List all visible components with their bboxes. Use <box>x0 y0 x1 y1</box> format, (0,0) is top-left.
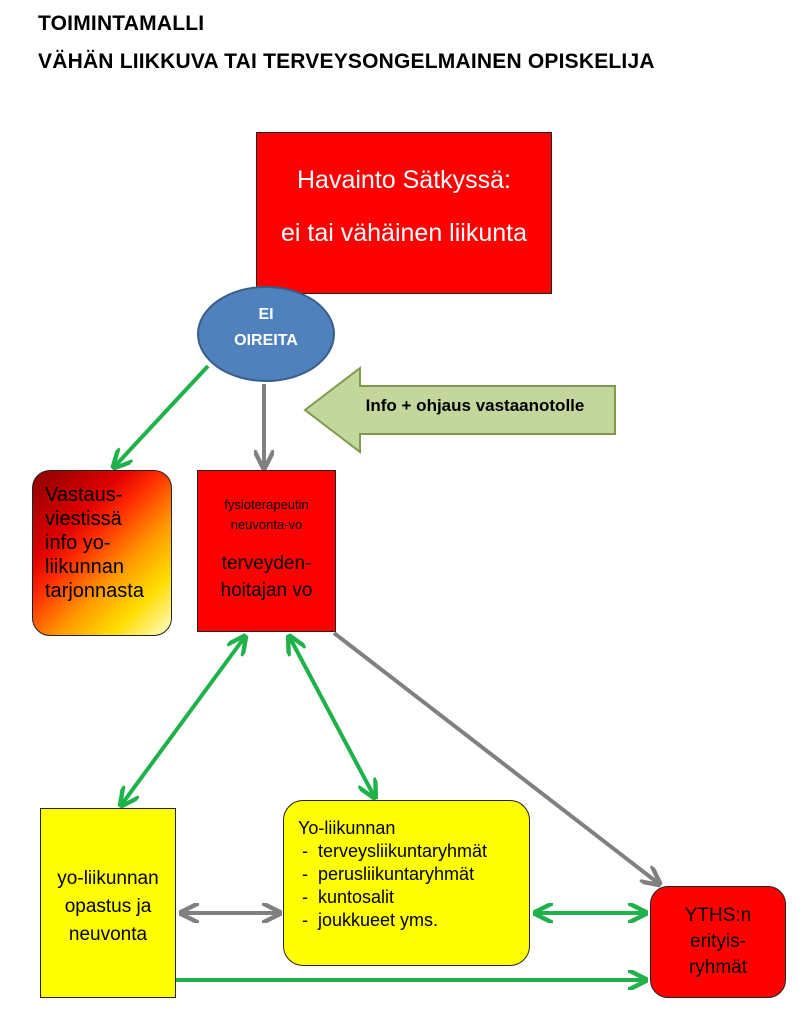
yths-box: YTHS:n erityis- ryhmät <box>650 886 786 998</box>
vastaus-line: Vastaus- <box>45 484 123 506</box>
fysio-big-line: hoitajan vo <box>220 580 313 601</box>
havainto-box: Havainto Sätkyssä: ei tai vähäinen liiku… <box>256 132 552 294</box>
arrow-fysio-opastus <box>122 638 244 804</box>
info-arrow-label: Info + ohjaus vastaanotolle <box>365 396 585 415</box>
yo-liikunta-heading: Yo-liikunnan <box>298 818 396 838</box>
list-item: terveysliikuntaryhmät <box>302 840 529 863</box>
fysio-small-line: neuvonta-vo <box>230 517 303 532</box>
fysio-box: fysioterapeutin neuvonta-vo terveyden- h… <box>197 470 336 632</box>
arrow-fysio-yoliikunta <box>290 638 374 796</box>
opastus-line: opastus ja <box>64 896 152 917</box>
opastus-box: yo-liikunnan opastus ja neuvonta <box>40 808 176 998</box>
opastus-line: yo-liikunnan <box>57 868 159 889</box>
ei-oireita-line1: EI <box>258 306 274 323</box>
diagram-title: TOIMINTAMALLI <box>38 12 205 35</box>
yths-line: YTHS:n <box>684 905 752 926</box>
list-item: perusliikuntaryhmät <box>302 863 529 886</box>
ei-oireita-ellipse: EI OIREITA <box>197 286 335 382</box>
fysio-big-line: terveyden- <box>221 553 312 574</box>
havainto-line2: ei tai vähäinen liikunta <box>281 219 527 247</box>
list-item: kuntosalit <box>302 886 529 909</box>
diagram-subtitle: VÄHÄN LIIKKUVA TAI TERVEYSONGELMAINEN OP… <box>38 50 655 73</box>
yths-line: erityis- <box>690 931 746 952</box>
fysio-small-line: fysioterapeutin <box>224 497 309 512</box>
yths-line: ryhmät <box>688 957 748 978</box>
vastaus-box: Vastaus- viestissä info yo- liikunnan ta… <box>32 470 172 636</box>
yo-liikunta-box: Yo-liikunnan terveysliikuntaryhmät perus… <box>283 800 530 966</box>
opastus-line: neuvonta <box>68 924 148 945</box>
havainto-line1: Havainto Sätkyssä: <box>297 166 511 194</box>
vastaus-line: viestissä <box>45 508 122 530</box>
ei-oireita-line2: OIREITA <box>234 332 298 349</box>
vastaus-line: tarjonnasta <box>45 580 144 602</box>
vastaus-line: liikunnan <box>45 556 124 578</box>
list-item: joukkueet yms. <box>302 909 529 932</box>
yo-liikunta-list: terveysliikuntaryhmät perusliikuntaryhmä… <box>298 840 529 932</box>
info-block-arrow <box>303 365 616 455</box>
arrow-fysio-to-yths <box>332 631 658 883</box>
arrow-oireita-to-vastaus <box>115 364 210 466</box>
vastaus-line: info yo- <box>45 532 111 554</box>
